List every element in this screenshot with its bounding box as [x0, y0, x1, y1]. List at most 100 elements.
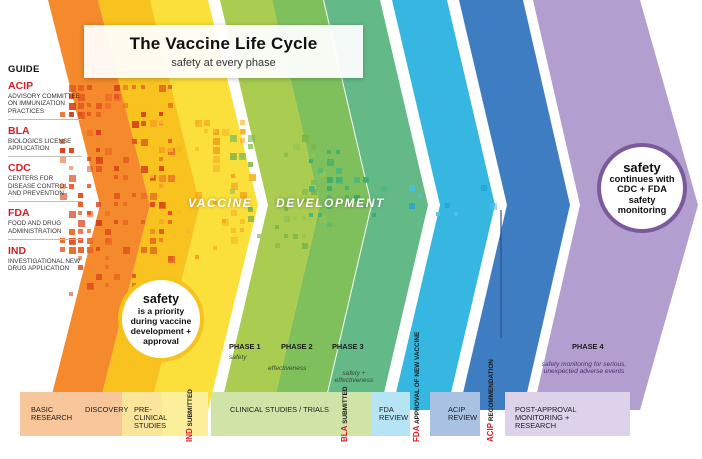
pixel-square — [60, 247, 65, 252]
pixel-square — [311, 153, 315, 157]
pixel-square — [105, 265, 109, 269]
pixel-square — [114, 175, 118, 179]
chevron-phase3 — [324, 0, 428, 410]
pixel-square — [105, 211, 110, 216]
pixel-square — [123, 247, 130, 254]
milestone-text: RECOMMENDATION — [488, 359, 495, 422]
pixel-square — [204, 120, 210, 126]
milestone-abbr: ACIP — [486, 422, 495, 442]
pixel-square — [69, 175, 76, 182]
guide-abbr: CDC — [8, 162, 31, 175]
pixel-square — [114, 274, 120, 280]
pixel-square — [372, 213, 376, 217]
pixel-square — [132, 85, 136, 89]
pixel-square — [363, 204, 367, 208]
pixel-square — [132, 139, 137, 144]
pixel-square — [87, 130, 93, 136]
pixel-square — [78, 193, 83, 198]
pixel-square — [114, 220, 118, 224]
strip-preclinical — [162, 392, 208, 436]
pixel-square — [318, 168, 323, 173]
pixel-square — [78, 211, 82, 215]
phase4-label: PHASE 4 — [572, 342, 604, 351]
milestone-acip-recommendation: ACIP RECOMMENDATION — [486, 359, 495, 442]
pixel-square — [114, 193, 120, 199]
milestone-bla-submitted: BLA SUBMITTED — [340, 386, 349, 442]
pixel-square — [114, 85, 120, 91]
bubble-right-text: continues with CDC + FDA safety monitori… — [609, 173, 675, 216]
strip-clinical — [211, 392, 379, 436]
pixel-square — [222, 219, 226, 223]
pixel-square — [284, 153, 288, 157]
pixel-square — [302, 216, 306, 220]
pixel-square — [141, 193, 147, 199]
pixel-square — [87, 85, 92, 90]
strip-post-approval — [505, 392, 630, 436]
pixel-square — [159, 157, 163, 161]
guide-abbr: ACIP — [8, 80, 34, 92]
pixel-square — [60, 238, 65, 243]
chevron-acip — [459, 0, 570, 410]
pixel-square — [275, 225, 279, 229]
pixel-square — [78, 247, 84, 253]
pixel-square — [354, 177, 360, 183]
pixel-square — [204, 129, 208, 133]
pixel-square — [69, 94, 73, 98]
milestone-abbr: FDA — [412, 425, 421, 442]
bubble-left-heading: safety — [142, 291, 180, 306]
pixel-square — [150, 174, 154, 178]
pixel-square — [87, 166, 93, 172]
pixel-square — [123, 103, 128, 108]
pixel-square — [60, 193, 67, 200]
pixel-square — [284, 216, 290, 222]
pixel-square — [177, 210, 181, 214]
pixel-square — [69, 112, 73, 116]
pixel-square — [230, 135, 237, 142]
pixel-square — [168, 147, 173, 152]
pixel-square — [249, 174, 256, 181]
pixel-square — [381, 186, 387, 192]
pixel-square — [96, 130, 101, 135]
pixel-square — [150, 238, 156, 244]
pixel-square — [87, 103, 91, 107]
guide-panel: GUIDE ACIP ADVISORY COMMITTEE ON IMMUNIZ… — [8, 64, 82, 277]
pixel-square — [257, 234, 261, 238]
pixel-square — [123, 157, 129, 163]
stage-discovery: DISCOVERY — [85, 405, 129, 414]
pixel-square — [141, 121, 146, 126]
pixel-square — [159, 183, 165, 189]
pixel-square — [150, 202, 155, 207]
pixel-square — [60, 139, 65, 144]
pixel-square — [275, 243, 280, 248]
pixel-square — [248, 216, 254, 222]
pixel-square — [230, 153, 237, 160]
phase1-desc: safety — [229, 354, 247, 361]
milestone-text: SUBMITTED — [342, 386, 349, 424]
stage-preclinical: PRE-CLINICAL STUDIES — [134, 405, 167, 431]
pixel-square — [69, 211, 76, 218]
pixel-square — [336, 168, 342, 174]
pixel-square — [78, 85, 84, 91]
pixel-square — [284, 207, 288, 211]
milestone-text: APPROVAL OF NEW VACCINE — [414, 331, 421, 424]
pixel-square — [168, 211, 172, 215]
pixel-square — [78, 265, 83, 270]
guide-full: BIOLOGICS LICENSE APPLICATION — [8, 138, 82, 158]
pixel-square — [150, 247, 157, 254]
guide-heading: GUIDE — [8, 64, 40, 75]
pixel-square — [141, 166, 148, 173]
pixel-square — [293, 144, 300, 151]
strip-acip-review — [430, 392, 480, 436]
pixel-square — [240, 219, 245, 224]
pixel-square — [302, 243, 308, 249]
guide-full: ADVISORY COMMITTEE ON IMMUNIZATION PRACT… — [8, 93, 82, 120]
pixel-square — [240, 192, 247, 199]
pixel-square — [168, 256, 175, 263]
pixel-square — [327, 204, 332, 209]
pixel-square — [327, 177, 333, 183]
guide-item-bla: BLA BIOLOGICS LICENSE APPLICATION — [8, 125, 82, 158]
pixel-square — [105, 256, 109, 260]
milestone-ind-submitted: IND SUBMITTED — [185, 389, 194, 442]
chevron-phase1 — [220, 0, 320, 410]
pixel-square — [105, 229, 111, 235]
